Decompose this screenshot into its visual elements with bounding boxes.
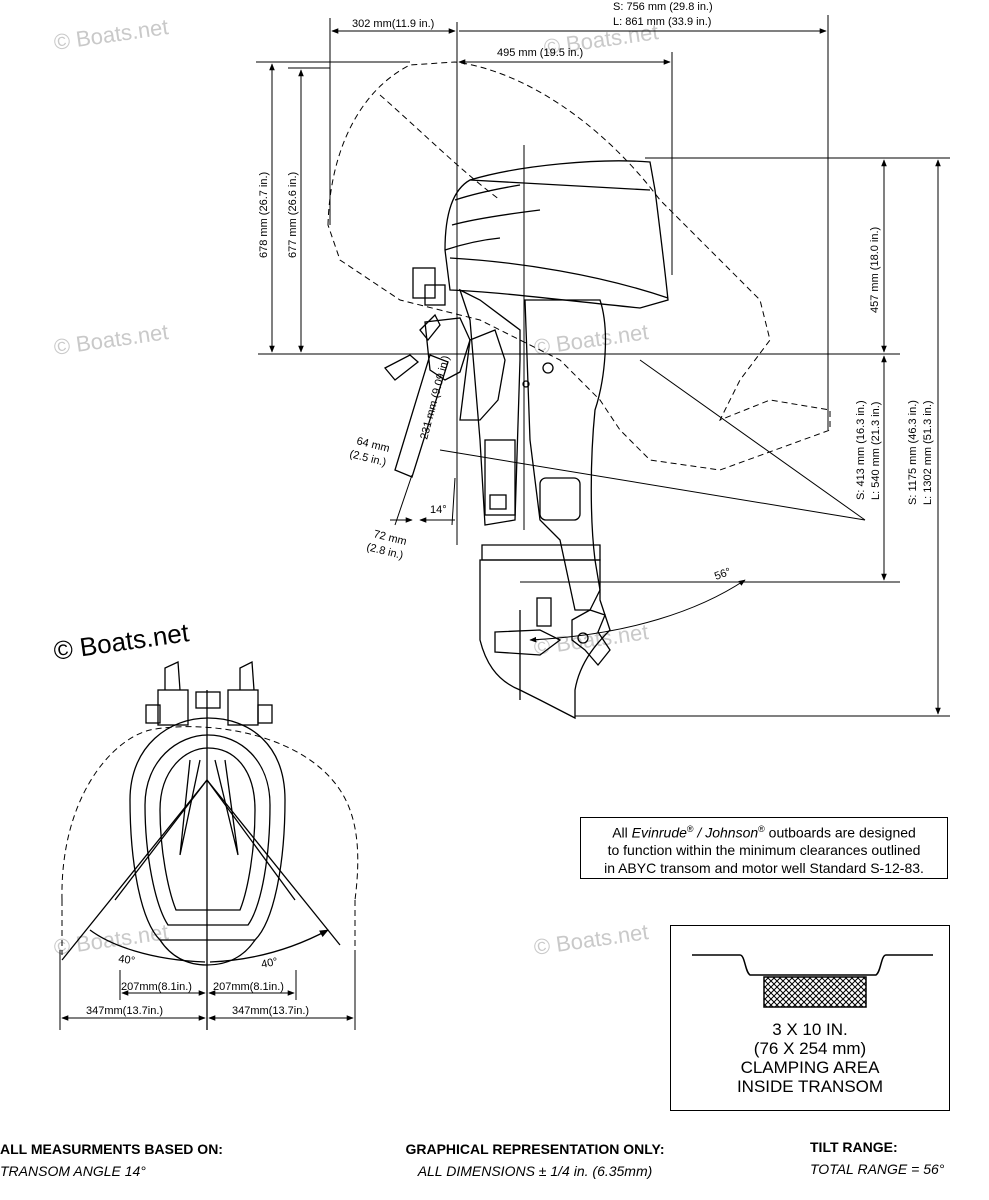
- dim-1302: L: 1302 mm (51.3 in.): [922, 400, 934, 505]
- abyc-note-line2: to function within the minimum clearance…: [607, 842, 921, 859]
- note-slash: /: [693, 824, 706, 841]
- reg-mark: ®: [758, 824, 765, 834]
- dim-756: S: 756 mm (29.8 in.): [613, 1, 713, 13]
- note-prefix: All: [612, 824, 632, 841]
- watermark: © Boats.net: [52, 319, 170, 360]
- angle-14: 14°: [430, 504, 447, 516]
- vertical-dimension-lines: [269, 63, 941, 715]
- watermark: © Boats.net: [52, 919, 170, 960]
- abyc-note-line3: in ABYC transom and motor well Standard …: [604, 859, 924, 876]
- clamp-line4: INSIDE TRANSOM: [736, 1077, 884, 1096]
- front-view-dims: [59, 950, 356, 1030]
- reference-lines: [256, 15, 950, 717]
- dim-457: 457 mm (18.0 in.): [869, 227, 881, 313]
- dim-207-left: 207mm(8.1in.): [121, 981, 192, 993]
- dim-347-left: 347mm(13.7in.): [86, 1005, 163, 1017]
- angle-56: 56°: [713, 566, 733, 583]
- footer-right-value: TOTAL RANGE = 56°: [810, 1161, 945, 1177]
- dim-495: 495 mm (19.5 in.): [497, 47, 583, 59]
- tilt-range-arc: [529, 579, 746, 643]
- front-view-motor: [61, 660, 359, 1030]
- footer-measurements: ALL MEASURMENTS BASED ON: TRANSOM ANGLE …: [0, 1138, 330, 1182]
- footer-graphical: GRAPHICAL REPRESENTATION ONLY: ALL DIMEN…: [360, 1138, 710, 1182]
- clamping-area-box: 3 X 10 IN. (76 X 254 mm) CLAMPING AREA I…: [670, 925, 950, 1111]
- side-view-motor: [327, 61, 831, 720]
- watermark: © Boats.net: [532, 619, 650, 660]
- footer-right-heading: TILT RANGE:: [810, 1139, 898, 1155]
- dim-678: 678 mm (26.7 in.): [258, 172, 270, 258]
- note-line1-rest: outboards are designed: [764, 824, 916, 841]
- footer-left-value: TRANSOM ANGLE 14°: [0, 1163, 146, 1179]
- reg-mark: ®: [686, 824, 694, 834]
- angle-40-right: 40°: [260, 956, 279, 971]
- footer-mid-value: ALL DIMENSIONS ± 1/4 in. (6.35mm): [417, 1163, 653, 1179]
- angle-40-left: 40°: [118, 953, 136, 967]
- footer-left-heading: ALL MEASURMENTS BASED ON:: [0, 1141, 223, 1157]
- dim-540: L: 540 mm (21.3 in.): [870, 402, 882, 500]
- horizontal-dimension-lines: [331, 28, 827, 523]
- clamp-line1: 3 X 10 IN.: [772, 1020, 848, 1039]
- dim-1175: S: 1175 mm (46.3 in.): [907, 400, 919, 505]
- watermark-strong: © Boats.net: [52, 617, 192, 666]
- clamp-line2: (76 X 254 mm): [753, 1039, 867, 1058]
- dim-231: 231 mm (9.09 in.): [418, 354, 452, 440]
- clamping-area-text: 3 X 10 IN. (76 X 254 mm) CLAMPING AREA I…: [671, 1020, 949, 1096]
- dim-347-right: 347mm(13.7in.): [232, 1005, 309, 1017]
- abyc-note: All Evinrude® / Johnson® outboards are d…: [580, 817, 948, 879]
- watermark: © Boats.net: [532, 919, 650, 960]
- dim-677: 677 mm (26.6 in.): [287, 172, 299, 258]
- dim-861: L: 861 mm (33.9 in.): [613, 16, 711, 28]
- clamp-line3: CLAMPING AREA: [740, 1058, 880, 1077]
- brand-evinrude: Evinrude: [631, 824, 687, 841]
- brand-johnson: Johnson: [705, 824, 759, 841]
- watermark: © Boats.net: [52, 14, 170, 55]
- footer-mid-heading: GRAPHICAL REPRESENTATION ONLY:: [405, 1141, 665, 1157]
- dim-207-right: 207mm(8.1in.): [213, 981, 284, 993]
- dim-302: 302 mm(11.9 in.): [352, 18, 434, 30]
- dim-413: S: 413 mm (16.3 in.): [855, 400, 867, 500]
- clamping-area-illustration: [692, 954, 933, 1008]
- footer-tilt-range: TILT RANGE: TOTAL RANGE = 56°: [810, 1136, 985, 1180]
- abyc-note-line1: All Evinrude® / Johnson® outboards are d…: [587, 821, 941, 842]
